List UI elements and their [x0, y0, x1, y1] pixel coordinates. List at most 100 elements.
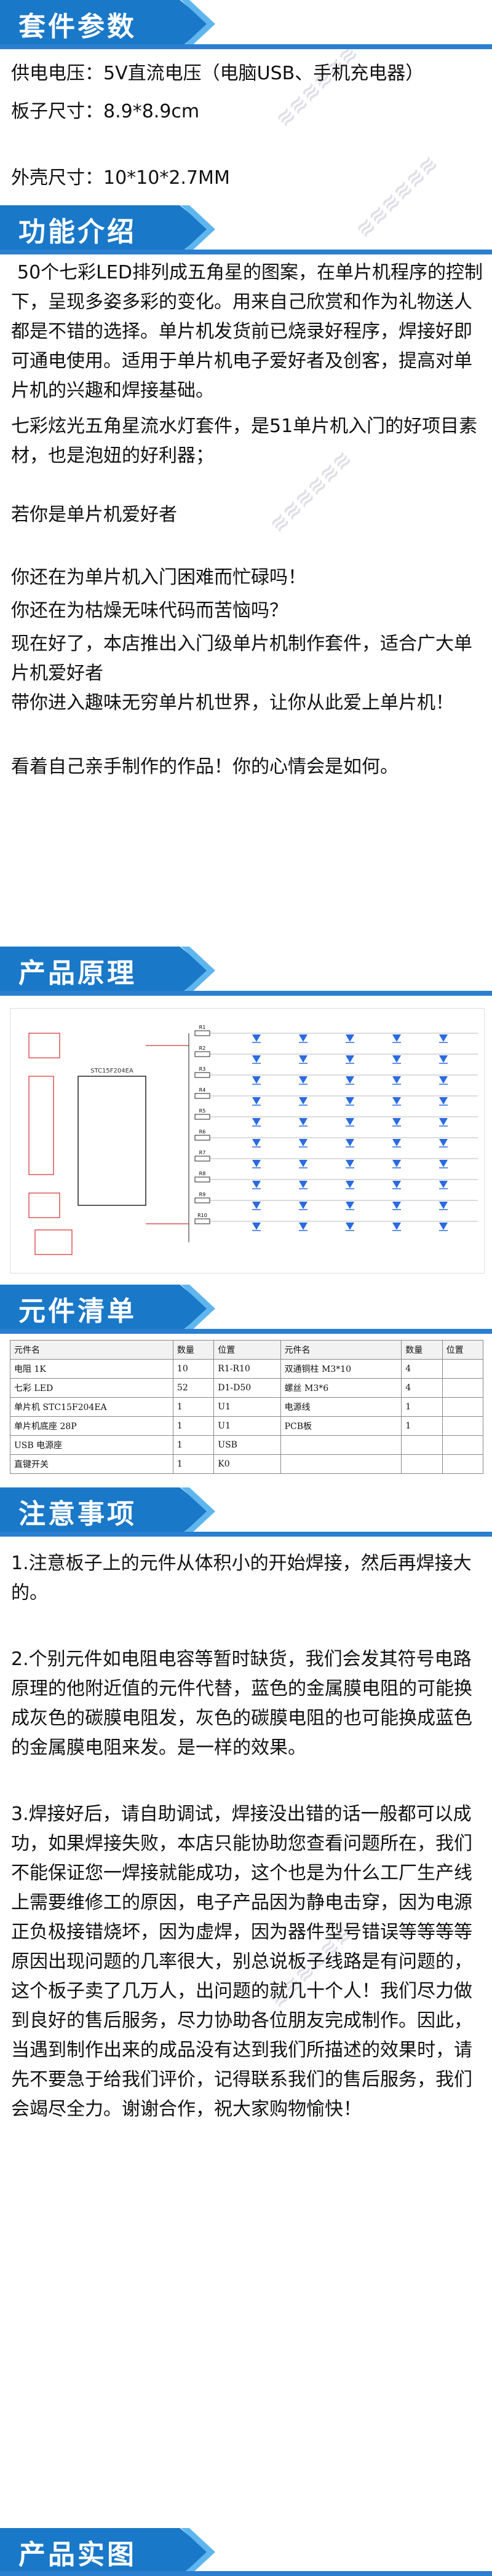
- led-symbol: [299, 1160, 308, 1167]
- led-symbol: [392, 1181, 401, 1188]
- led-symbol: [392, 1160, 401, 1167]
- led-symbol: [439, 1139, 448, 1146]
- table-cell: 1: [172, 1416, 215, 1436]
- section-divider: [0, 250, 492, 254]
- led-symbol: [439, 1034, 448, 1042]
- led-symbol: [346, 1181, 354, 1188]
- table-cell: 1: [172, 1454, 215, 1474]
- table-cell: [401, 1454, 443, 1474]
- section-title: 元件清单: [18, 1296, 137, 1327]
- resistor-label: R9: [199, 1192, 206, 1197]
- led-symbol: [346, 1055, 354, 1063]
- led-symbol: [346, 1076, 354, 1084]
- table-cell: [442, 1416, 484, 1436]
- led-symbol: [346, 1118, 354, 1125]
- table-cell: 1: [172, 1435, 215, 1455]
- table-cell: 单片机底座 28P: [10, 1416, 173, 1436]
- table-cell: R1-R10: [213, 1359, 281, 1379]
- table-cell: [280, 1454, 402, 1474]
- table-header-cell: 数量: [172, 1340, 215, 1360]
- resistor-symbol: [194, 1156, 210, 1162]
- section-title: 功能介绍: [18, 216, 137, 248]
- table-cell: U1: [213, 1397, 281, 1417]
- table-cell: [280, 1435, 402, 1455]
- led-symbol: [299, 1076, 308, 1084]
- table-cell: 52: [172, 1378, 215, 1398]
- led-symbol: [392, 1034, 401, 1042]
- resistor-symbol: [194, 1176, 210, 1183]
- table-header-cell: 元件名: [10, 1340, 173, 1360]
- led-symbol: [299, 1223, 308, 1230]
- intro-paragraph: 看着自己亲手制作的作品！你的心情会是如何。: [11, 756, 399, 778]
- led-symbol: [252, 1181, 261, 1188]
- resistor-symbol: [194, 1197, 210, 1203]
- led-symbol: [299, 1055, 308, 1063]
- section-banner-notes: 注意事项: [0, 1487, 215, 1535]
- section-title: 产品实图: [18, 2539, 137, 2570]
- resistor-label: R8: [199, 1171, 206, 1176]
- led-symbol: [299, 1097, 308, 1105]
- led-symbol: [439, 1223, 448, 1230]
- led-symbol: [299, 1202, 308, 1209]
- params-block: 供电电压：5V直流电压（电脑USB、手机充电器） 板子尺寸：8.9*8.9cm …: [11, 59, 483, 193]
- table-cell: 螺丝 M3*6: [280, 1378, 402, 1398]
- chip-label: STC15F204EA: [90, 1068, 133, 1074]
- section-title: 产品原理: [18, 958, 137, 989]
- section-title: 套件参数: [18, 11, 137, 42]
- section-banner-intro: 功能介绍: [0, 205, 215, 253]
- note-paragraph: 2.个别元件如电阻电容等暂时缺货，我们会发其符号电路原理的他附近值的元件代替，蓝…: [11, 1648, 472, 1759]
- resistor-label: R6: [199, 1129, 206, 1135]
- led-symbol: [392, 1055, 401, 1063]
- table-cell: 10: [172, 1359, 215, 1379]
- resistor-symbol: [194, 1114, 210, 1120]
- table-cell: [442, 1435, 484, 1455]
- note-paragraph: 3.焊接好后，请自助调试，焊接没出错的话一般都可以成功，如果焊接失败，本店只能协…: [11, 1803, 472, 2120]
- table-cell: 1: [401, 1416, 443, 1436]
- table-cell: 双通铜柱 M3*10: [280, 1359, 402, 1379]
- notes-block: 1.注意板子上的元件从体积小的开始焊接，然后再焊接大的。 2.个别元件如电阻电容…: [11, 1549, 483, 2124]
- table-header-cell: 数量: [401, 1340, 443, 1360]
- table-cell: [442, 1378, 484, 1398]
- led-symbol: [392, 1118, 401, 1125]
- table-cell: USB 电源座: [10, 1435, 173, 1455]
- table-cell: 电源线: [280, 1397, 402, 1417]
- resistor-symbol: [194, 1051, 210, 1057]
- led-symbol: [252, 1118, 261, 1125]
- table-cell: 直键开关: [10, 1454, 173, 1474]
- table-cell: [401, 1435, 443, 1455]
- resistor-symbol: [194, 1030, 210, 1036]
- table-header-cell: 位置: [213, 1340, 281, 1360]
- intro-paragraph: 你还在为枯燥无味代码而苦恼吗？: [11, 600, 288, 621]
- led-symbol: [439, 1202, 448, 1209]
- led-symbol: [439, 1076, 448, 1084]
- led-symbol: [439, 1097, 448, 1105]
- table-cell: 电阻 1K: [10, 1359, 173, 1379]
- section-title: 注意事项: [18, 1499, 137, 1530]
- resistor-symbol: [194, 1093, 210, 1099]
- param-line: 板子尺寸：8.9*8.9cm: [11, 101, 200, 122]
- led-symbol: [392, 1139, 401, 1146]
- section-divider: [0, 991, 492, 996]
- led-symbol: [252, 1055, 261, 1063]
- table-cell: 单片机 STC15F204EA: [10, 1397, 173, 1417]
- table-cell: [442, 1454, 484, 1474]
- led-symbol: [346, 1097, 354, 1105]
- table-cell: 4: [401, 1359, 443, 1379]
- intro-paragraph: 带你进入趣味无穷单片机世界，让你从此爱上单片机！: [11, 692, 454, 714]
- led-symbol: [392, 1097, 401, 1105]
- led-symbol: [346, 1223, 354, 1230]
- table-header-cell: 位置: [442, 1340, 484, 1360]
- table-cell: 七彩 LED: [10, 1378, 173, 1398]
- led-symbol: [392, 1223, 401, 1230]
- led-symbol: [346, 1034, 354, 1042]
- resistor-label: R3: [199, 1066, 206, 1072]
- intro-paragraph: 七彩炫光五角星流水灯套件，是51单片机入门的好项目素材，也是泡妞的好利器；: [11, 416, 478, 467]
- led-symbol: [299, 1181, 308, 1188]
